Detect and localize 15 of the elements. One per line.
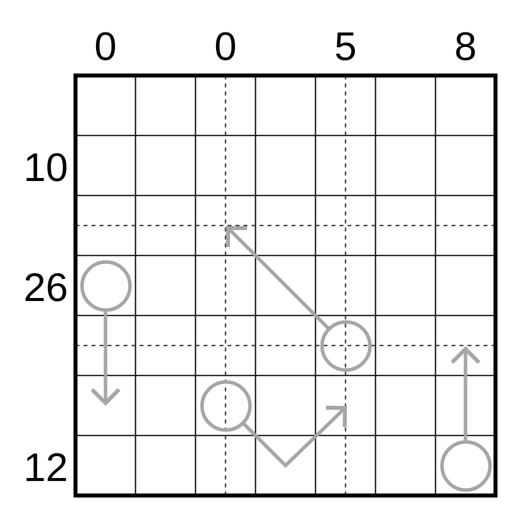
circle-marker <box>80 260 132 312</box>
circle-marker <box>440 440 492 492</box>
arrow <box>241 406 347 468</box>
circle-marker <box>200 380 252 432</box>
column-clue: 8 <box>454 27 477 67</box>
circle-marker <box>320 320 372 372</box>
row-clue: 12 <box>24 448 68 488</box>
row-clue: 10 <box>24 148 68 188</box>
column-clue: 5 <box>334 27 357 67</box>
arrow <box>90 310 121 405</box>
arrow <box>226 226 330 330</box>
arrow <box>450 347 481 442</box>
row-clue: 26 <box>24 268 68 308</box>
column-clue: 0 <box>94 27 117 67</box>
column-clue: 0 <box>214 27 237 67</box>
